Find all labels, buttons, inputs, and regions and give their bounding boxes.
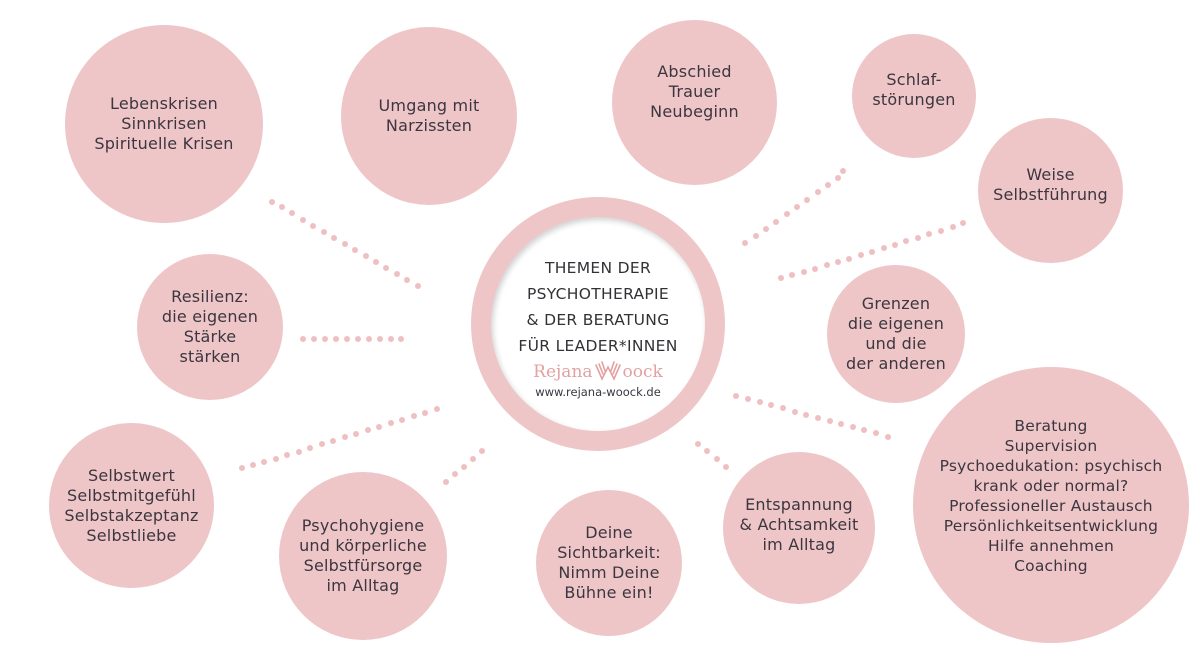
topic-selbstfuehrung: Weise Selbstführung [978, 118, 1123, 263]
diagram-title: THEMEN DER PSYCHOTHERAPIE & DER BERATUNG… [518, 259, 678, 355]
logo-text-right: oock [622, 362, 663, 382]
topic-label: Resilienz: die eigenen Stärke stärken [161, 287, 259, 366]
topic-label: Umgang mit Narzissten [378, 96, 480, 135]
center-content: THEMEN DER PSYCHOTHERAPIE & DER BERATUNG… [491, 217, 705, 431]
topic-label: Beratung Supervision Psychoedukation: ps… [939, 417, 1163, 575]
topic-label: Selbstwert Selbstmitgefühl Selbstakzepta… [64, 465, 199, 545]
topic-abschied: Abschied Trauer Neubeginn [612, 20, 777, 185]
topic-lebenskrisen: Lebenskrisen Sinnkrisen Spirituelle Kris… [65, 25, 263, 223]
connector-entspannung [695, 441, 729, 470]
topic-label: Lebenskrisen Sinnkrisen Spirituelle Kris… [94, 94, 234, 153]
connector-selbstwert [239, 406, 440, 471]
topic-grenzen: Grenzen die eigenen und die der anderen [827, 265, 965, 403]
connector-lebenskrisen [269, 199, 421, 289]
topic-label: Weise Selbstführung [993, 164, 1108, 204]
connector-beratung [733, 393, 891, 440]
topic-beratung: Beratung Supervision Psychoedukation: ps… [913, 367, 1189, 643]
topic-psychohygiene: Psychohygiene und körperliche Selbstfürs… [279, 472, 447, 640]
logo-text-left: Rejana [533, 362, 593, 382]
topic-selbstwert: Selbstwert Selbstmitgefühl Selbstakzepta… [49, 423, 214, 588]
topic-label: Deine Sichtbarkeit: Nimm Deine Bühne ein… [557, 523, 661, 602]
topic-label: Grenzen die eigenen und die der anderen [845, 294, 947, 373]
website-link[interactable]: www.rejana-woock.de [535, 385, 661, 399]
topic-entspannung: Entspannung & Achtsamkeit im Alltag [723, 452, 875, 604]
topic-label: Entspannung & Achtsamkeit im Alltag [739, 495, 859, 554]
topic-label: Abschied Trauer Neubeginn [650, 61, 739, 121]
topic-label: Schlaf- störungen [872, 70, 956, 109]
topic-narzissten: Umgang mit Narzissten [341, 27, 517, 205]
wing-w-icon [594, 361, 621, 381]
brand-logo: Rejana oock [533, 361, 663, 383]
topic-sichtbarkeit: Deine Sichtbarkeit: Nimm Deine Bühne ein… [536, 490, 682, 636]
connector-psychohygiene [443, 448, 485, 485]
topic-resilienz: Resilienz: die eigenen Stärke stärken [137, 254, 283, 400]
topic-label: Psychohygiene und körperliche Selbstfürs… [299, 516, 427, 595]
connector-schlaf [742, 168, 846, 246]
connector-resilienz [300, 336, 404, 342]
topic-schlaf: Schlaf- störungen [852, 34, 976, 158]
center-ring: THEMEN DER PSYCHOTHERAPIE & DER BERATUNG… [471, 197, 725, 451]
